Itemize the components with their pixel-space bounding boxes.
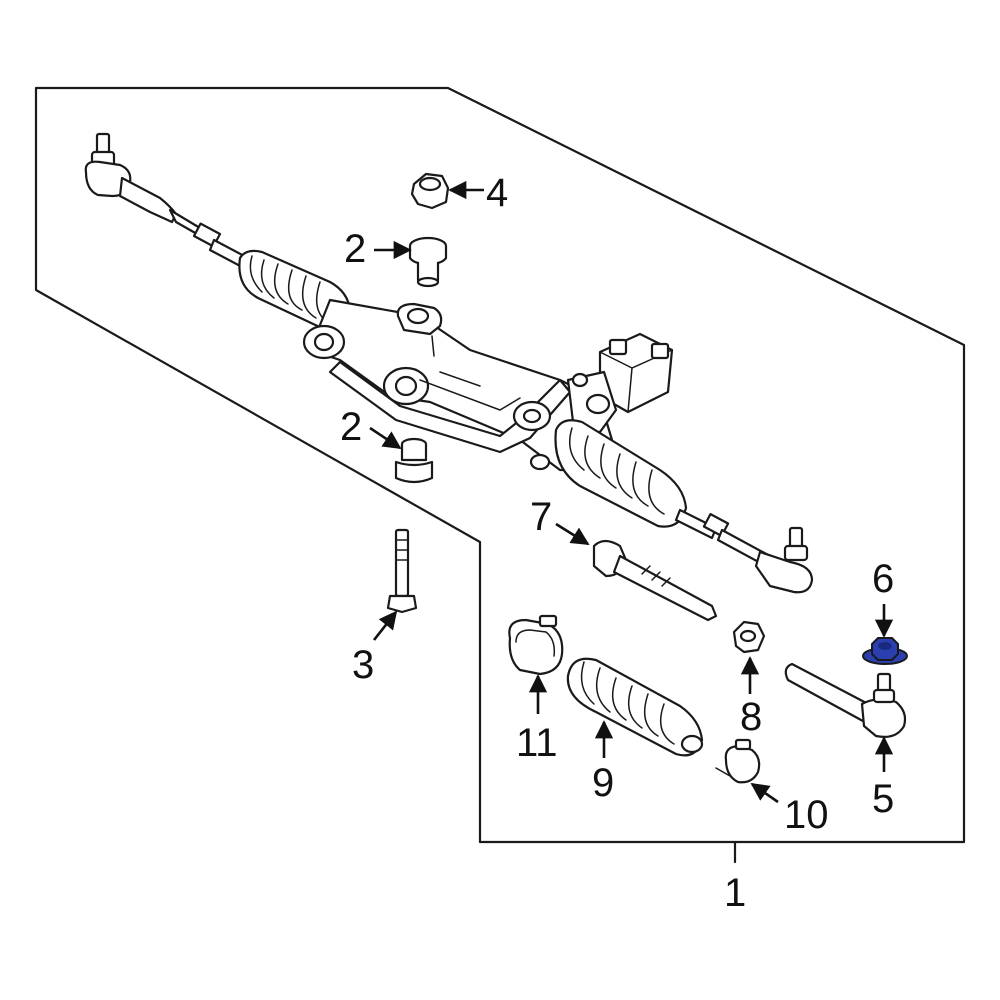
part-4-nut	[410, 172, 450, 210]
callout-9: 9	[592, 761, 614, 805]
callout-10: 10	[784, 793, 829, 837]
part-3-bolt	[386, 528, 418, 614]
callout-3-arrow	[372, 610, 398, 641]
callout-2b-arrow	[369, 426, 402, 450]
steering-rack-assembly	[84, 132, 814, 594]
part-2-lower-bushing	[394, 437, 434, 484]
callout-2-lower: 2	[340, 405, 362, 449]
part-6-nut-highlighted	[862, 637, 908, 665]
part-10-clamp	[715, 738, 761, 784]
callout-3: 3	[352, 643, 374, 687]
callout-5: 5	[872, 777, 894, 821]
assembly-outline	[34, 86, 966, 844]
callout-1: 1	[724, 871, 746, 915]
left-tie-rod-end	[84, 132, 178, 224]
callout-11: 11	[516, 721, 558, 765]
part-8-nut	[732, 620, 766, 654]
right-boot	[554, 419, 688, 528]
motor-unit	[566, 332, 674, 434]
callout-10-arrow	[750, 782, 779, 804]
callout-4: 4	[486, 171, 508, 215]
part-2-upper-bushing	[408, 236, 448, 288]
right-tie-rod-end	[754, 526, 814, 594]
callout-6: 6	[872, 557, 894, 601]
callout-7-arrow	[555, 522, 590, 546]
part-5-outer-tie-rod-end	[784, 662, 907, 738]
callout-2-upper: 2	[344, 227, 366, 271]
callout-8: 8	[740, 695, 762, 739]
part-7-inner-tie-rod	[592, 539, 718, 622]
part-9-boot	[566, 657, 704, 757]
callout-7: 7	[530, 495, 552, 539]
part-11-clamp	[508, 614, 564, 676]
